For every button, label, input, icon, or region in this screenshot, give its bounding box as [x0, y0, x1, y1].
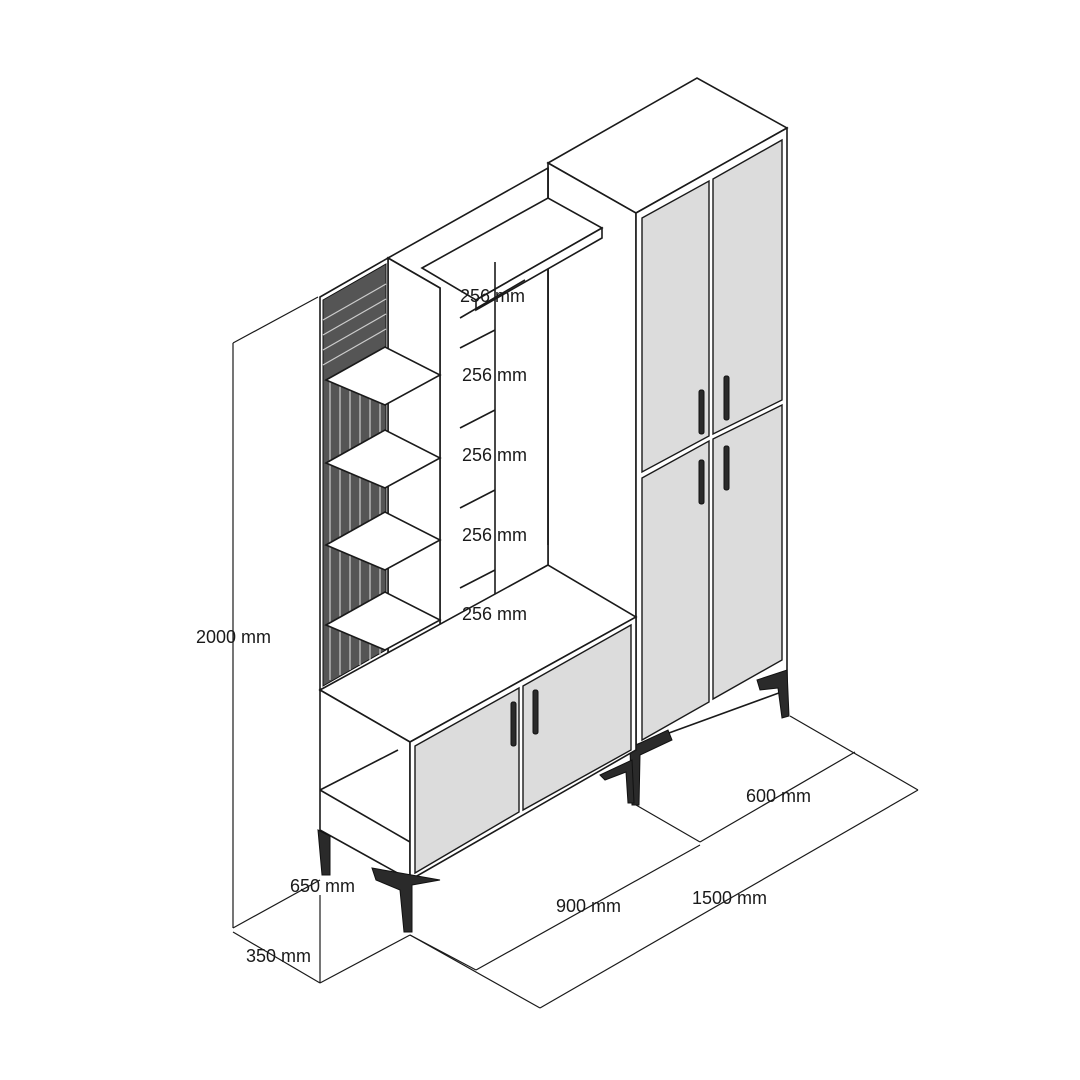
shelf-gap-label: 256 mm: [462, 525, 528, 545]
door: [641, 179, 710, 474]
leg: [629, 729, 673, 806]
handle: [723, 375, 730, 421]
door: [522, 623, 632, 812]
right-cabinet: [546, 77, 790, 806]
shelf-gap-label: 256 mm: [460, 286, 526, 306]
shelf-gap-label: 256 mm: [462, 365, 528, 385]
leg: [756, 669, 790, 719]
total-width-label: 1500 mm: [692, 888, 768, 908]
middle-unit: [317, 166, 638, 933]
handle: [510, 701, 517, 747]
height-label: 2000 mm: [196, 627, 272, 647]
door: [414, 686, 520, 875]
handle: [698, 389, 705, 435]
shelf-gap-label: 256 mm: [462, 445, 528, 465]
dimension-lines: [232, 296, 919, 1009]
door: [712, 403, 783, 701]
middle-width-label: 900 mm: [556, 896, 622, 916]
leg: [317, 829, 331, 876]
handle: [532, 689, 539, 735]
right-width-label: 600 mm: [746, 786, 812, 806]
leg: [599, 759, 635, 804]
handle: [698, 459, 705, 505]
shelf-gap-label: 256 mm: [462, 604, 528, 624]
handle: [723, 445, 730, 491]
lower-height-label: 650 mm: [290, 876, 356, 896]
door: [641, 439, 710, 742]
leg: [371, 867, 441, 933]
depth-label: 350 mm: [246, 946, 312, 966]
door: [712, 138, 783, 436]
